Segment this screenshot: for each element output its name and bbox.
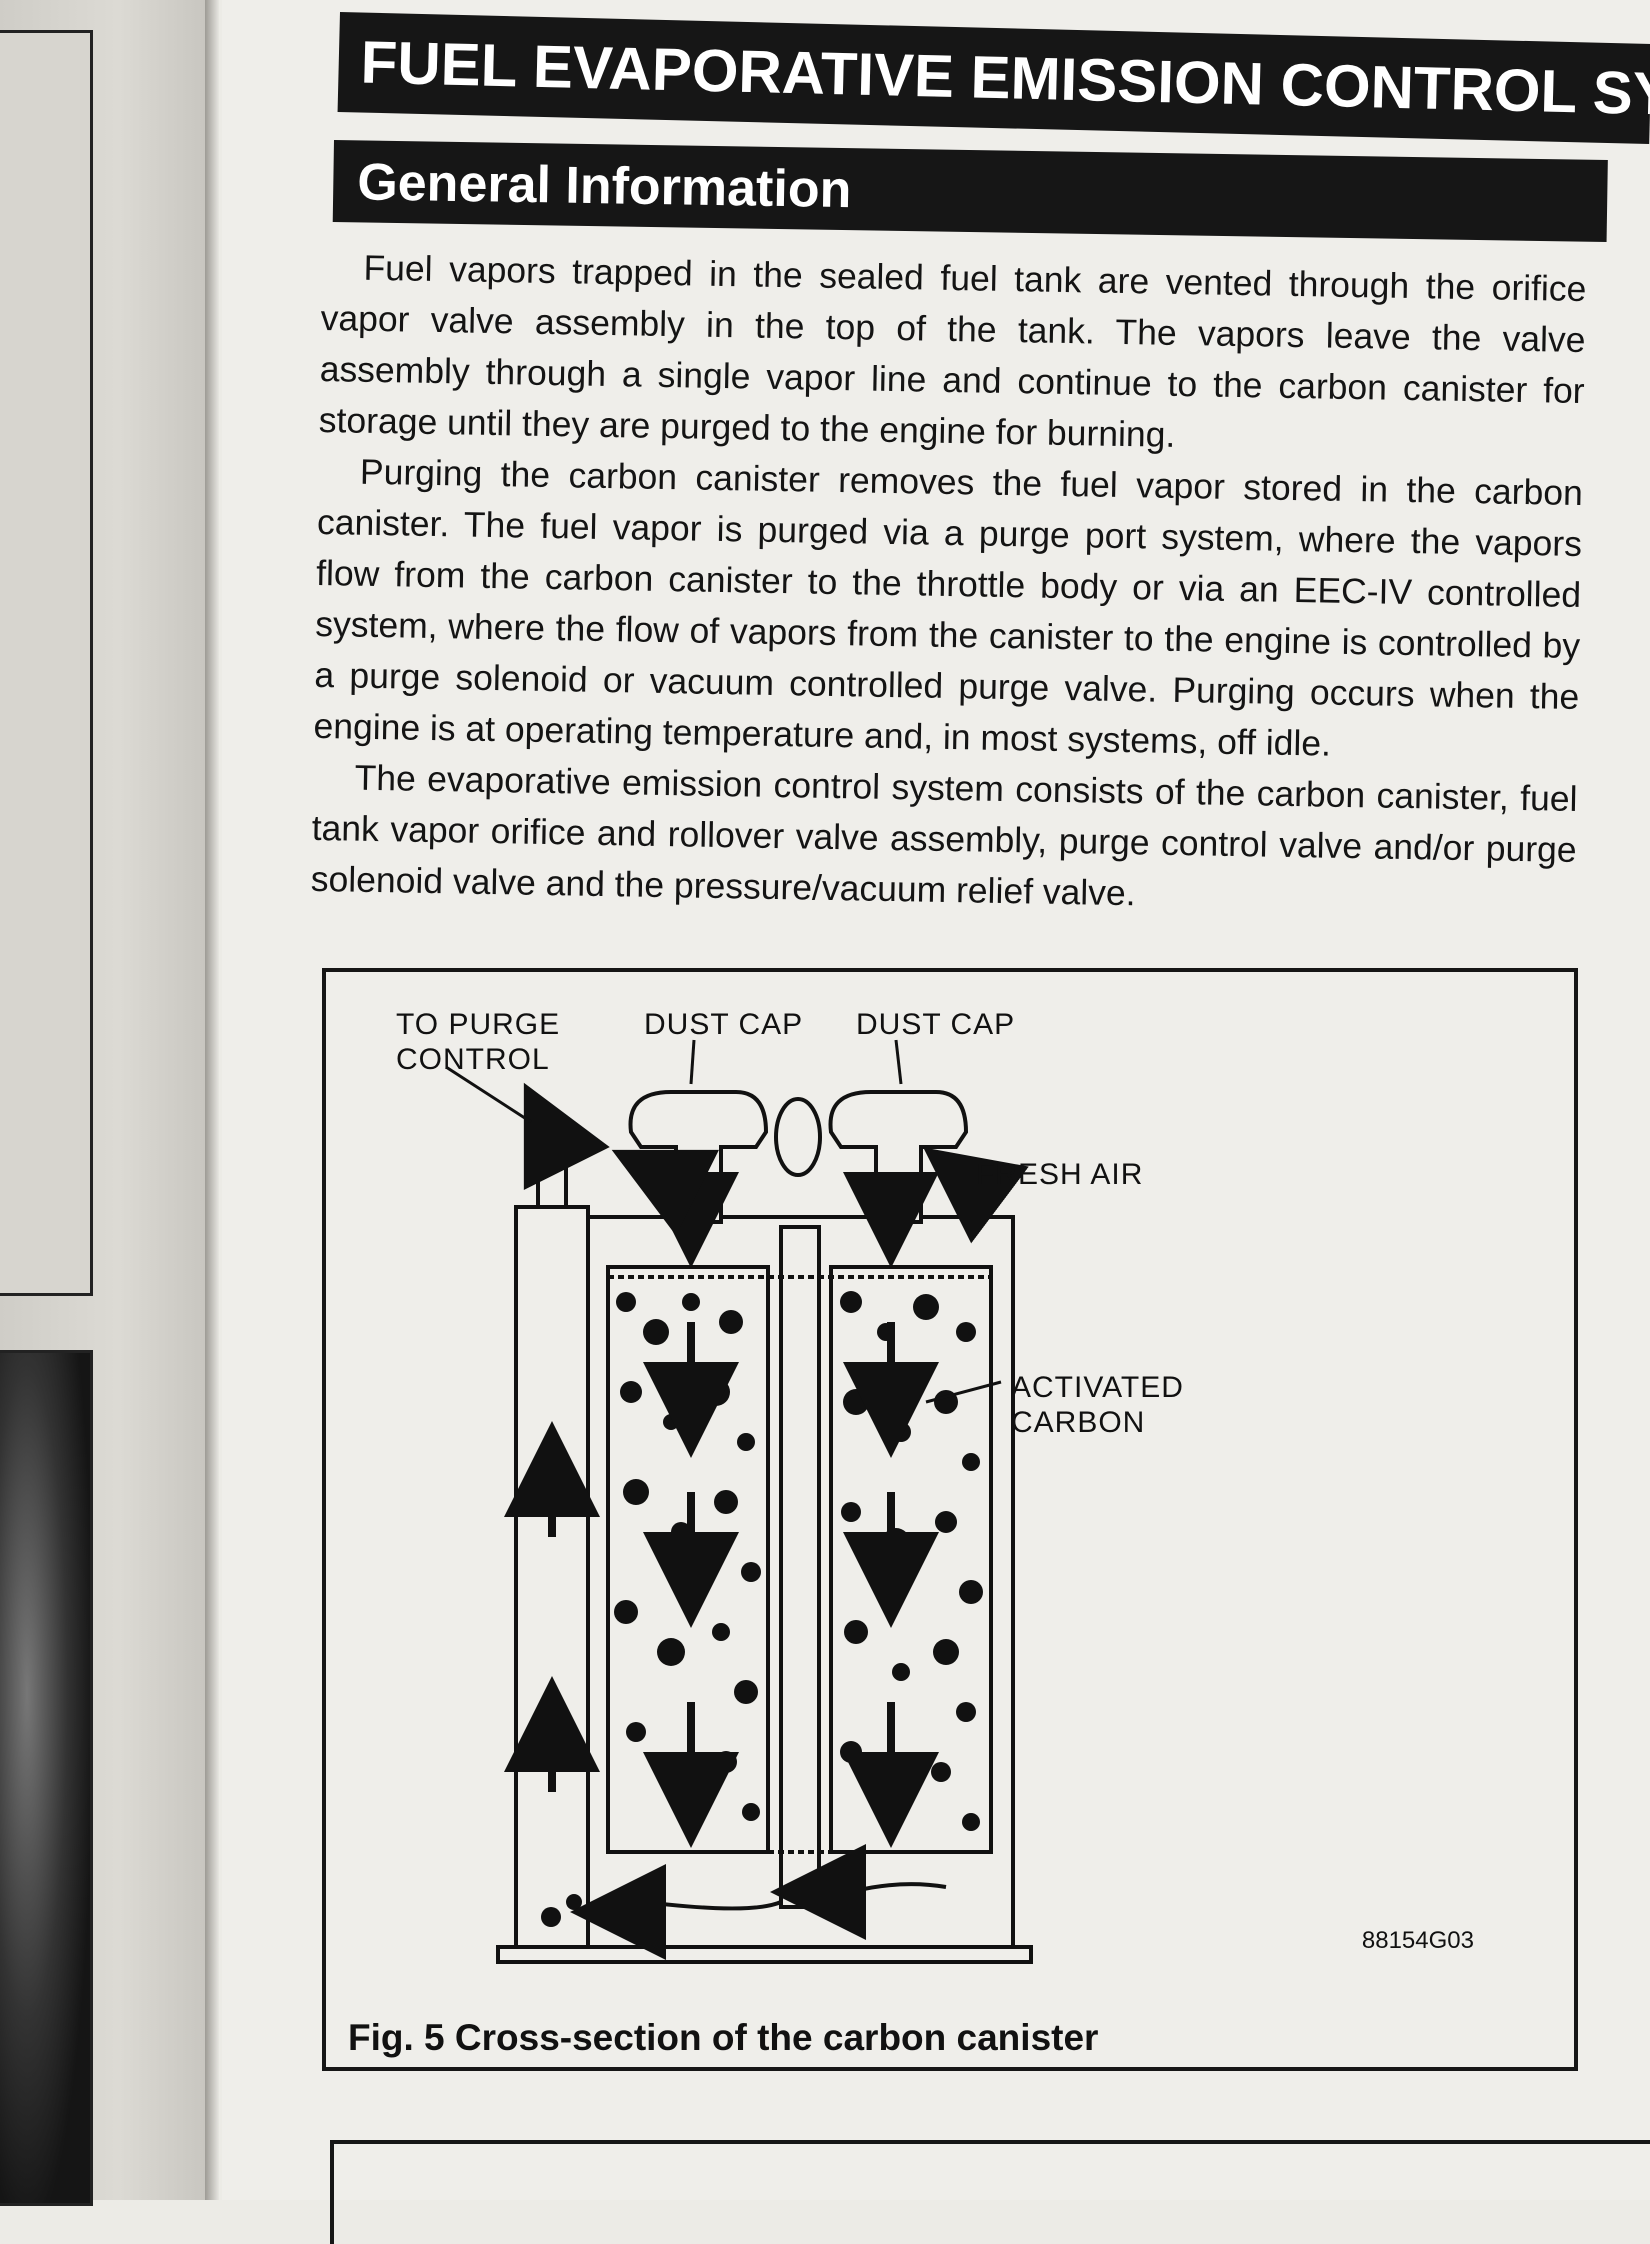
adjacent-page-box	[0, 30, 93, 1296]
flow-arrow	[611, 1149, 720, 1236]
paragraph-1: Fuel vapors trapped in the sealed fuel t…	[318, 247, 1587, 455]
canister-diagram	[445, 1039, 1033, 1964]
figure-caption: Fig. 5 Cross-section of the carbon canis…	[348, 2017, 1099, 2058]
flow-arrow	[523, 1082, 610, 1191]
label-dust-cap-left: DUST CAP	[644, 1008, 804, 1041]
purge-port	[536, 1140, 568, 1207]
book-page: FUEL EVAPORATIVE EMISSION CONTROL SYSTEM…	[222, 0, 1650, 2244]
paragraph-2: Purging the carbon canister removes the …	[313, 451, 1584, 764]
section-title: FUEL EVAPORATIVE EMISSION CONTROL SYSTEM	[337, 12, 1650, 145]
label-fresh-air: FRESH AIR	[976, 1158, 1144, 1191]
body-text: Fuel vapors trapped in the sealed fuel t…	[310, 242, 1587, 927]
purge-tube	[514, 1205, 590, 1949]
canister-base	[496, 1945, 1033, 1964]
adjacent-page-photo	[0, 1350, 93, 2206]
label-dust-cap-right: DUST CAP	[856, 1008, 1016, 1041]
paragraph-3: The evaporative emission control system …	[310, 757, 1578, 914]
flow-arrow	[923, 1147, 1029, 1244]
subsection-title: General Information	[332, 140, 1608, 243]
book-gutter	[205, 0, 219, 2200]
next-section-box	[330, 2140, 1650, 2244]
dust-cap-left-shape	[628, 1090, 769, 1224]
figure-code: 88154G03	[1361, 1927, 1474, 1954]
figure-box: TO PURGE CONTROL DUST CAP DUST CAP FRESH…	[322, 968, 1578, 2071]
dust-cap-right-shape	[828, 1090, 969, 1224]
carbon-bed-right	[829, 1265, 993, 1854]
label-activated-carbon: ACTIVATED CARBON	[1011, 1371, 1184, 1439]
center-tube	[779, 1225, 821, 1909]
label-to-purge-control: TO PURGE CONTROL	[396, 1008, 561, 1076]
